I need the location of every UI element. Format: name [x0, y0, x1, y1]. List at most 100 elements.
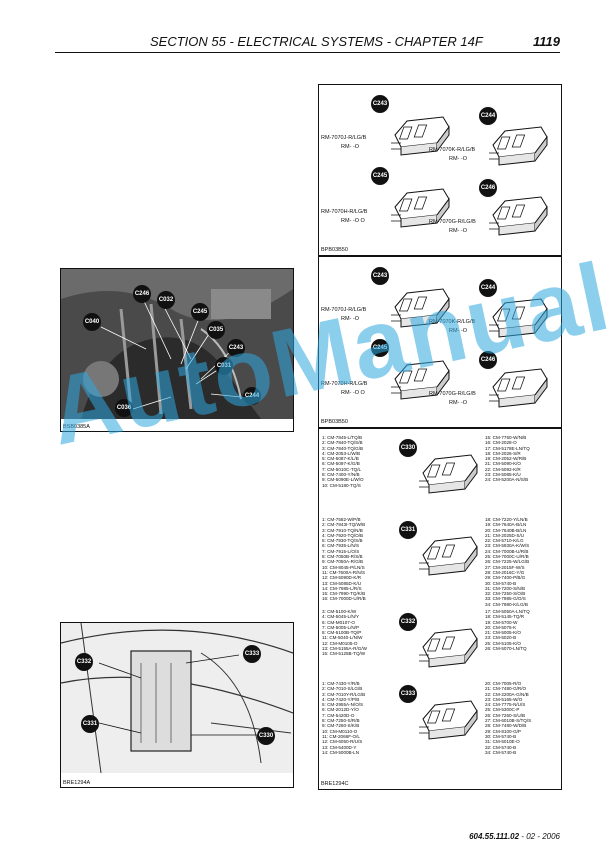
- wire-label: RM-7070H-R/LG/B: [321, 209, 368, 215]
- wire-label: RM-7070H-R/LG/B: [321, 381, 368, 387]
- engine-photo-panel: BSB0385A C246 C032 C040 C245 C035 C243 C…: [60, 268, 294, 432]
- pin-entry: 10: CM-8045-P/LN/S: [322, 564, 365, 570]
- pin-entry: 3: CM-7010Y-R/LG/B: [322, 691, 366, 697]
- label-c032: C032: [157, 291, 175, 309]
- pin-entry: 26: CM-7225-W/LG/B: [485, 559, 530, 565]
- pin-entry: 11: CM-7600A-R/N/S: [322, 569, 366, 575]
- pin-entry: 5: CM-5087-K/L/B: [322, 456, 359, 462]
- pin-entry: 6: CM-7935-L/N/S: [322, 543, 360, 549]
- connector-drawing: [417, 451, 481, 502]
- pin-entry: 29: CM-8100-G/P: [485, 728, 521, 734]
- cab-photo-panel: BRE1294A C332 C333 C331 C330: [60, 622, 294, 788]
- pin-entry: 12: CM-M0105-O: [322, 640, 358, 646]
- pin-entry: 9: CM-7050A-R/G/B: [322, 559, 364, 565]
- connector-drawing: [487, 123, 551, 174]
- pin-entry: 23: CM-5085-K/U: [485, 472, 521, 478]
- pin-entry: 2: CM-7843I-TQ/W/B: [322, 522, 366, 528]
- pin-entry: 15: CM-7990-TQ/K/B: [322, 591, 366, 597]
- page-footer: 604.55.111.02 - 02 - 2006: [469, 832, 560, 841]
- pin-entry: 34: CM-7980-K/LG/B: [485, 601, 528, 607]
- pin-entry: 16: CM-2028-O: [485, 440, 517, 446]
- label-c031: C031: [215, 357, 233, 375]
- pin-entry: 28: CM-2016C-Y/G: [485, 569, 525, 575]
- pin-entry: 3: CM-7840-TQ/G/B: [322, 445, 364, 451]
- pin-entry: 7: CM-5010C-TQ/L: [322, 466, 362, 472]
- pin-entry: 2: CM-7840-TQ/S/B: [322, 440, 363, 446]
- pin-entry: 13: CM-5400D-Y: [322, 744, 357, 750]
- label-c040: C040: [83, 313, 101, 331]
- connector-badge-c246: C246: [479, 351, 497, 369]
- panel-ref: BRE1294C: [321, 781, 349, 787]
- pin-entry: 3: CM-5100-K/W: [322, 609, 357, 614]
- connector-drawing: [389, 357, 453, 408]
- connector-badge-c245: C245: [371, 339, 389, 357]
- doc-number: 604.55.111.02: [469, 832, 520, 841]
- pin-entry: 18: CM-7220-Y/LN/B: [485, 517, 528, 522]
- pin-entry: 6: CM-M0107-O: [322, 619, 355, 625]
- pinout-badge-c332: C332: [399, 613, 417, 631]
- pin-entry: 13: CM-5155A-R/G/W: [322, 646, 367, 652]
- pin-entry: 20: CM-7640B-B/LN: [485, 527, 527, 533]
- wire-label: RM-7070K-R/LG/B: [429, 319, 476, 325]
- pin-entry: 15: CM-7760-W/N/B: [485, 435, 527, 440]
- pin-entry: 27: CM-2015F-W/S: [485, 564, 525, 570]
- pin-entry: 11: CM-2066F-O/L: [322, 733, 360, 739]
- pin-entry: 19: CM-2052-W/R/B: [485, 456, 527, 462]
- pin-entry: 14: CM-5000B-LN: [322, 749, 360, 755]
- wire-label: RM- -O: [449, 400, 468, 406]
- cab-photo-art: [61, 623, 293, 773]
- pin-entry: 30: CM-5740-B: [485, 580, 517, 586]
- pin-entry: 26: CM-5070-LN/TQ: [485, 646, 527, 652]
- pin-entry: 26: CM-7260-S/U/B: [485, 712, 526, 718]
- section-title: SECTION 55 - ELECTRICAL SYSTEMS - CHAPTE…: [150, 34, 483, 49]
- pin-entry: 7: CM-5005-L/N/P: [322, 624, 360, 630]
- pin-entry: 5: CM-2955A-N/O/S: [322, 702, 364, 708]
- wire-label: RM- -O: [341, 316, 360, 322]
- pin-entry: 28: CM-7480-W/D/B: [485, 723, 527, 729]
- label-c243: C243: [227, 339, 245, 357]
- pin-entry: 23: CM-5930A-K/W/S: [485, 543, 530, 549]
- connector-drawing: [417, 625, 481, 676]
- pin-entry: 24: CM-5200A-N/S/B: [485, 477, 529, 483]
- pin-entry: 21: CM-5005-K/O: [485, 630, 521, 636]
- pin-entry: 8: CM-7250-S/R/B: [322, 718, 360, 724]
- pin-entry: 24: CM-7000B-U/R/B: [485, 548, 529, 554]
- connector-badge-c245: C245: [371, 167, 389, 185]
- wire-label: RM-7070G-R/LG/B: [429, 219, 476, 225]
- label-c333: C333: [243, 645, 261, 663]
- pin-entry: 8: CM-7050B-R/S/B: [322, 554, 363, 560]
- pin-entry: 10: CM-5180-TQ/S: [322, 482, 361, 488]
- connector-badge-c244: C244: [479, 107, 497, 125]
- pin-entry: 21: CM-5090-K/O: [485, 461, 521, 467]
- page-number: 1119: [533, 34, 560, 49]
- pin-entry: 33: CM-7985-G/O/S: [485, 596, 526, 602]
- connector-drawing: [487, 295, 551, 346]
- pin-entry: 13: CM-5085D-K/U: [322, 580, 362, 586]
- label-c035: C035: [207, 321, 225, 339]
- pin-entry: 21: CM-2025D-S/U: [485, 532, 525, 538]
- pin-entry: 22: CM-5710-K/LG: [485, 538, 524, 544]
- pin-entry: 31: CM-7200-S/N/B: [485, 585, 526, 591]
- pin-entry: 16: CM-7000D-U/R/B: [322, 596, 366, 602]
- wire-label: RM-7070G-R/LG/B: [429, 391, 476, 397]
- label-c331: C331: [81, 715, 99, 733]
- pin-entry: 25: CM-5300C-P: [485, 707, 520, 713]
- pin-entry: 6: CM-2012D-Y/O: [322, 707, 359, 713]
- panel-ref: BPB03B50: [321, 419, 348, 425]
- panel-ref: BPB03B50: [321, 247, 348, 253]
- wire-label: RM- -O: [449, 328, 468, 334]
- pin-entry: 25: CM-7000C-U/R/B: [485, 554, 529, 560]
- pin-entry: 15: CM-5125B-TQ/W: [322, 651, 366, 657]
- pin-entry: 4: CM-5045-L/N/Y: [322, 614, 360, 620]
- connector-drawing: [417, 533, 481, 584]
- pin-entry: 22: CM-2200A-G/N/B: [485, 691, 529, 697]
- photo-ref: BRE1294A: [63, 780, 91, 786]
- connector-badge-c243: C243: [371, 267, 389, 285]
- pin-entry: 10: CM-M0110-O: [322, 728, 358, 734]
- pin-entry: 27: CM-6010B-S/TQ/S: [485, 718, 532, 724]
- pin-entry: 18: CM-2026-S/R: [485, 450, 521, 456]
- pin-entry: 14: CM-7985-L/R/S: [322, 585, 362, 591]
